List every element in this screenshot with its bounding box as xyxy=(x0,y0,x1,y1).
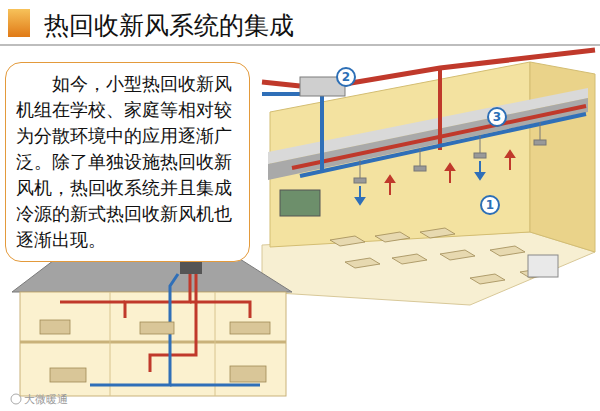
title-marker xyxy=(8,9,30,37)
slide-title: 热回收新风系统的集成 xyxy=(44,10,294,42)
body-text: 如今，小型热回收新风机组在学校、家庭等相对较为分散环境中的应用逐渐广泛。除了单独… xyxy=(16,71,239,253)
callout-circle: 2 xyxy=(336,67,356,87)
callout-number: 2 xyxy=(342,71,350,83)
title-rule xyxy=(0,44,600,46)
text-box: 如今，小型热回收新风机组在学校、家庭等相对较为分散环境中的应用逐渐广泛。除了单独… xyxy=(5,62,250,262)
callout-number: 3 xyxy=(493,111,501,123)
house-illustration xyxy=(11,254,292,404)
callout-number: 1 xyxy=(486,199,494,211)
classroom-illustration xyxy=(262,50,595,305)
callout-circle: 3 xyxy=(487,107,507,127)
callout-circle: 1 xyxy=(480,195,500,215)
watermark: 大微暖通 xyxy=(24,393,68,407)
